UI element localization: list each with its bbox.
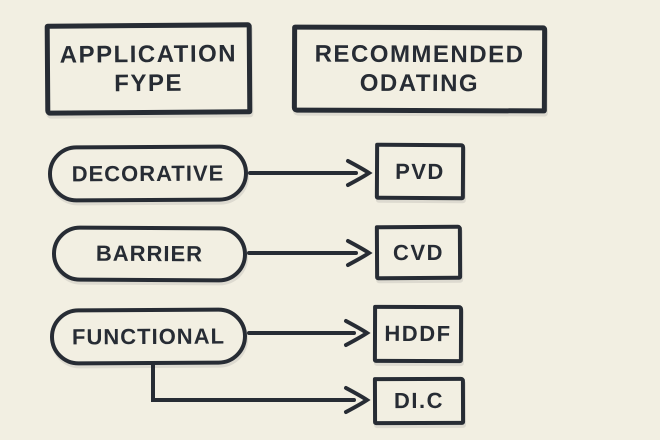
node-decorative: DECORATIVE	[47, 144, 249, 203]
node-functional: FUNCTIONAL	[49, 307, 248, 366]
node-pvd: PVD	[374, 142, 466, 201]
arrow-decorative-to-pvd	[248, 159, 373, 187]
header-application-type-line1: APPLICATION	[59, 40, 238, 69]
header-recommended-coating-line1: RECOMMENDED	[314, 40, 525, 69]
arrow-functional-to-hddf	[247, 319, 371, 347]
node-hddf: HDDF	[372, 304, 464, 364]
node-barrier: BARRIER	[51, 225, 248, 283]
header-application-type-line2: FYPE	[114, 69, 184, 98]
node-dic: DI.C	[372, 376, 466, 426]
node-cvd: CVD	[374, 224, 463, 281]
header-recommended-coating-line2: ODATING	[359, 69, 480, 98]
arrow-barrier-to-cvd	[247, 239, 373, 267]
header-application-type: APPLICATION FYPE	[44, 22, 253, 116]
arrow-functional-to-dic	[151, 361, 371, 414]
header-recommended-coating: RECOMMENDED ODATING	[291, 24, 548, 114]
